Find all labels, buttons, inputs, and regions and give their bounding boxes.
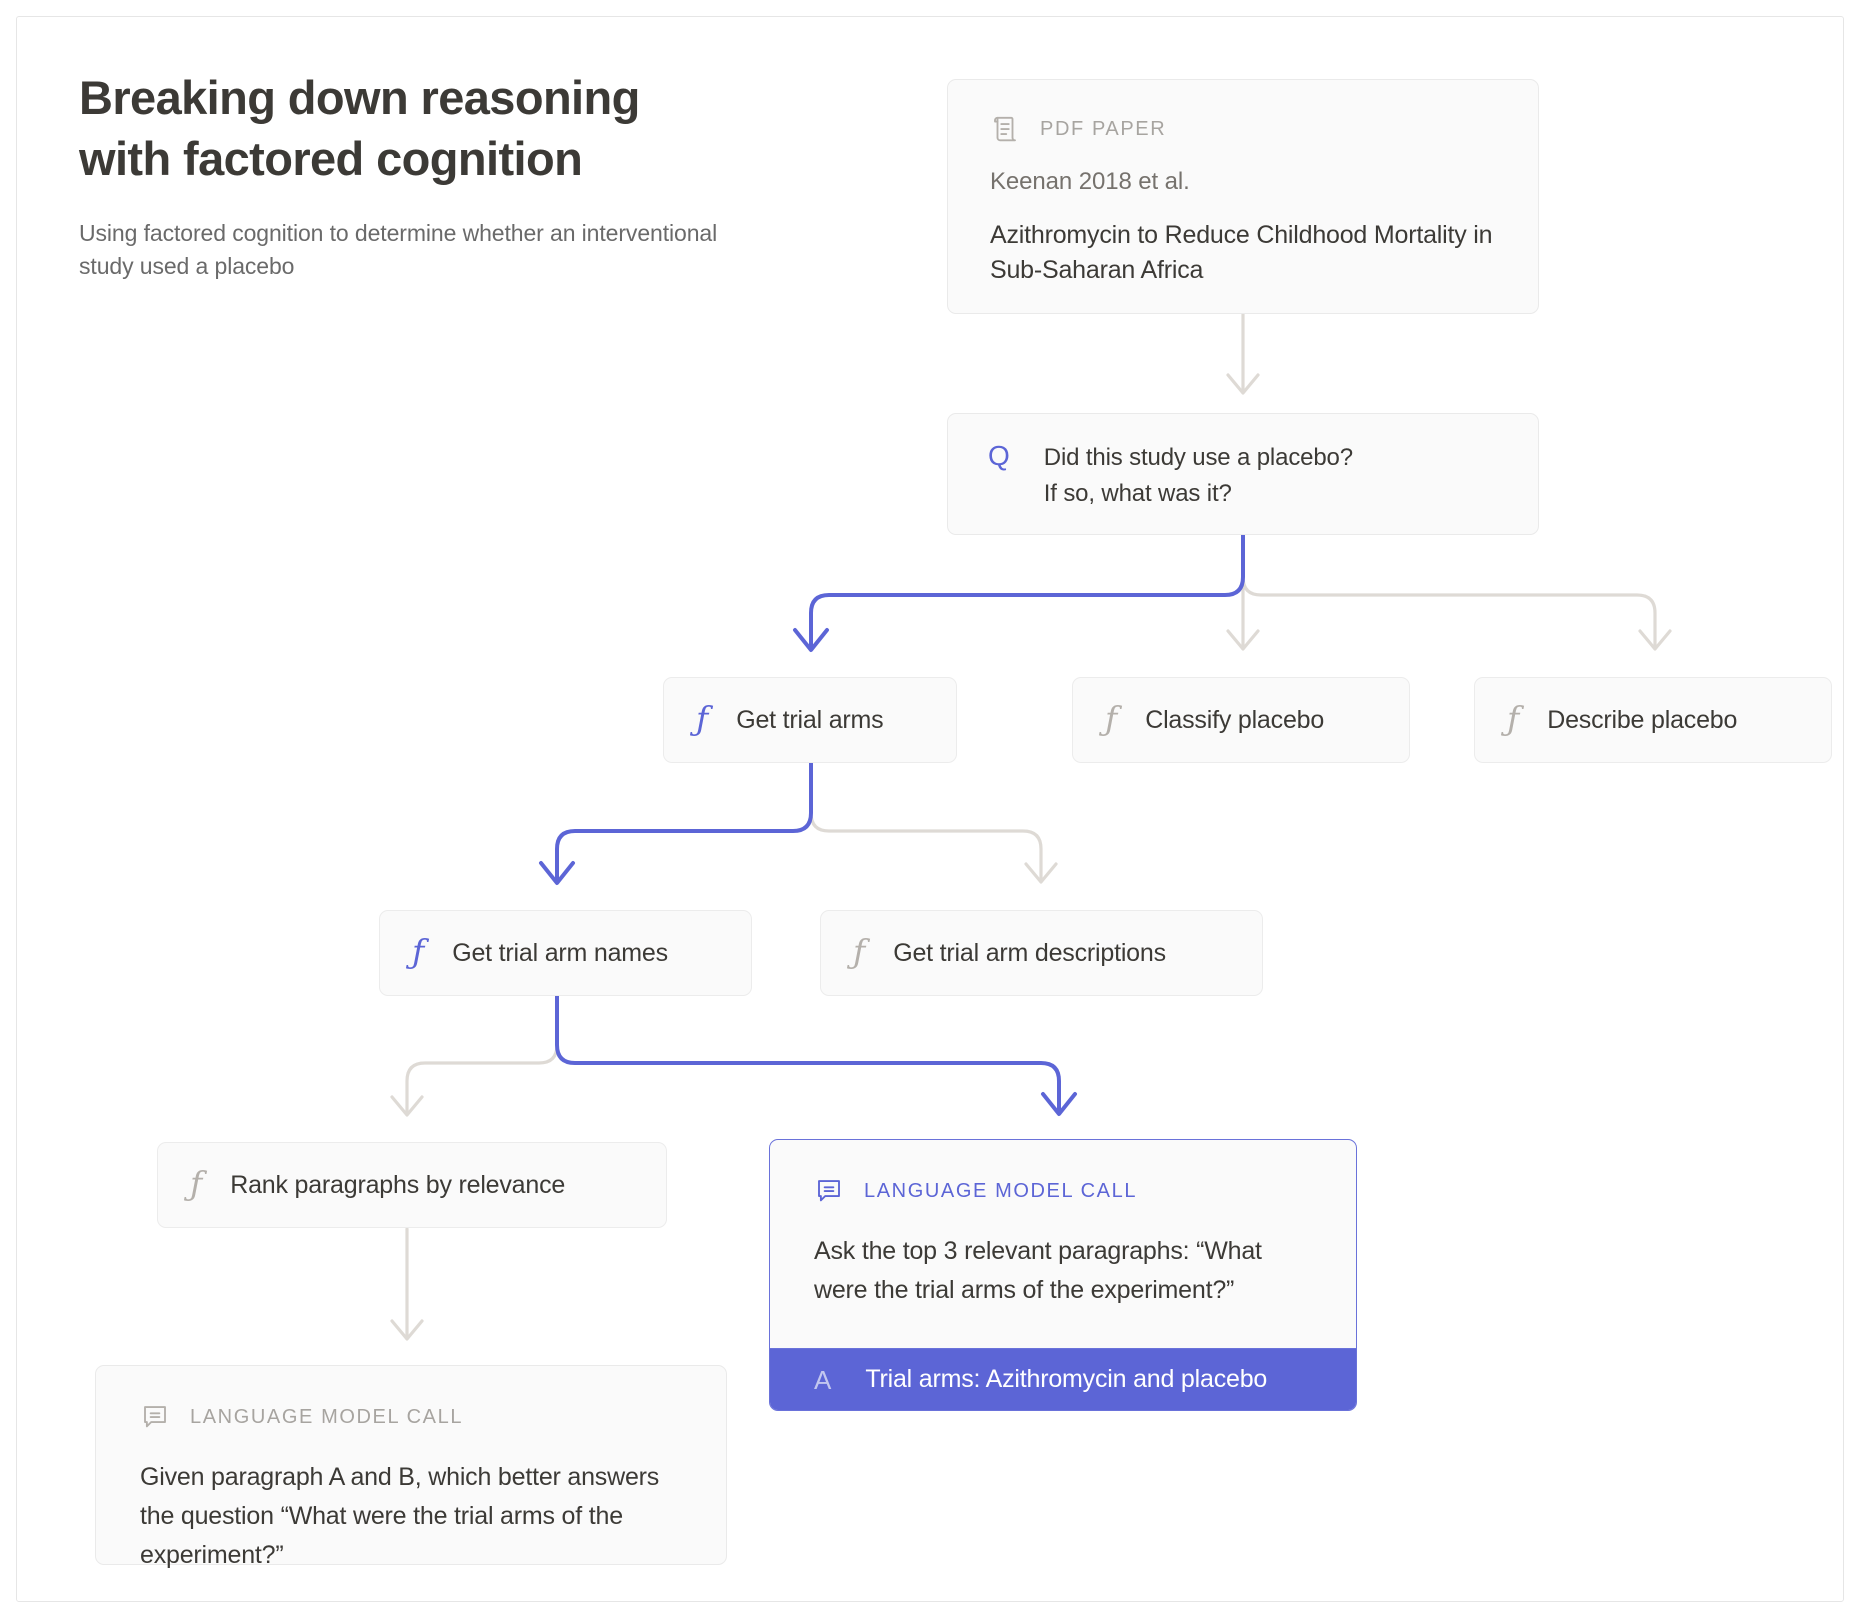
- page-subtitle: Using factored cognition to determine wh…: [79, 220, 718, 279]
- function-glyph-icon: ƒ: [696, 699, 709, 738]
- speech-bubble-icon: [814, 1176, 844, 1206]
- answer-text: Trial arms: Azithromycin and placebo: [865, 1365, 1268, 1393]
- header: Breaking down reasoning with factored co…: [79, 67, 739, 283]
- function-glyph-icon: ƒ: [190, 1164, 203, 1203]
- connector-arm-names-branch-left: [390, 994, 559, 1117]
- function-node-get-trial-arms[interactable]: ƒ Get trial arms: [663, 677, 957, 763]
- function-glyph-icon: ƒ: [412, 932, 425, 971]
- connector-trial-arms-branch-right: [809, 761, 1058, 884]
- connector-trial-arms-branch-left: [539, 761, 813, 885]
- function-node-label: Get trial arm names: [452, 938, 668, 967]
- question-glyph-icon: Q: [988, 440, 1010, 471]
- language-model-call-label: LANGUAGE MODEL CALL: [190, 1405, 464, 1428]
- function-node-rank-paragraphs-by-relevance[interactable]: ƒ Rank paragraphs by relevance: [157, 1142, 667, 1228]
- diagram-canvas: .ln { fill:none; stroke:#dedad5; stroke-…: [16, 16, 1844, 1602]
- pdf-paper-card[interactable]: PDF PAPER Keenan 2018 et al. Azithromyci…: [947, 79, 1539, 314]
- page-title: Breaking down reasoning with factored co…: [79, 71, 640, 185]
- connector-arm-names-branch-right: [555, 994, 1077, 1116]
- question-text: Did this study use a placebo? If so, wha…: [1043, 444, 1353, 507]
- function-node-label: Rank paragraphs by relevance: [230, 1170, 566, 1199]
- function-node-get-trial-arm-names[interactable]: ƒ Get trial arm names: [379, 910, 752, 996]
- connector-question-branch-center: [1226, 517, 1260, 651]
- language-model-call-body: Ask the top 3 relevant paragraphs: “What…: [814, 1237, 1262, 1304]
- language-model-call-body: Given paragraph A and B, which better an…: [140, 1463, 660, 1569]
- language-model-call-meta-row: LANGUAGE MODEL CALL: [140, 1402, 682, 1432]
- connector-question-branch-left: [793, 517, 1245, 652]
- language-model-call-card-active[interactable]: LANGUAGE MODEL CALL Ask the top 3 releva…: [769, 1139, 1357, 1411]
- language-model-call-card-muted[interactable]: LANGUAGE MODEL CALL Given paragraph A an…: [95, 1365, 727, 1569]
- function-node-label: Classify placebo: [1145, 705, 1325, 734]
- question-card[interactable]: Q Did this study use a placebo? If so, w…: [947, 413, 1539, 535]
- function-glyph-icon: ƒ: [1105, 699, 1118, 738]
- pdf-paper-label: PDF PAPER: [1040, 117, 1167, 140]
- function-node-label: Describe placebo: [1547, 705, 1738, 734]
- function-glyph-icon: ƒ: [1507, 699, 1520, 738]
- pdf-paper-title: Azithromycin to Reduce Childhood Mortali…: [990, 221, 1493, 284]
- function-node-label: Get trial arm descriptions: [893, 938, 1166, 967]
- function-node-get-trial-arm-descriptions[interactable]: ƒ Get trial arm descriptions: [820, 910, 1263, 996]
- function-node-label: Get trial arms: [736, 705, 884, 734]
- language-model-call-meta-row: LANGUAGE MODEL CALL: [814, 1176, 1312, 1206]
- pdf-paper-meta-row: PDF PAPER: [990, 114, 1496, 144]
- answer-glyph-icon: A: [814, 1364, 832, 1395]
- answer-bar: A Trial arms: Azithromycin and placebo: [770, 1348, 1356, 1410]
- connector-rank-to-lm-call: [390, 1227, 424, 1341]
- pdf-paper-authors: Keenan 2018 et al.: [990, 168, 1190, 195]
- function-glyph-icon: ƒ: [853, 932, 866, 971]
- function-node-describe-placebo[interactable]: ƒ Describe placebo: [1474, 677, 1832, 763]
- scroll-document-icon: [990, 114, 1020, 144]
- function-node-classify-placebo[interactable]: ƒ Classify placebo: [1072, 677, 1410, 763]
- connector-question-branch-right: [1241, 517, 1672, 651]
- speech-bubble-icon: [140, 1402, 170, 1432]
- language-model-call-label: LANGUAGE MODEL CALL: [864, 1179, 1138, 1202]
